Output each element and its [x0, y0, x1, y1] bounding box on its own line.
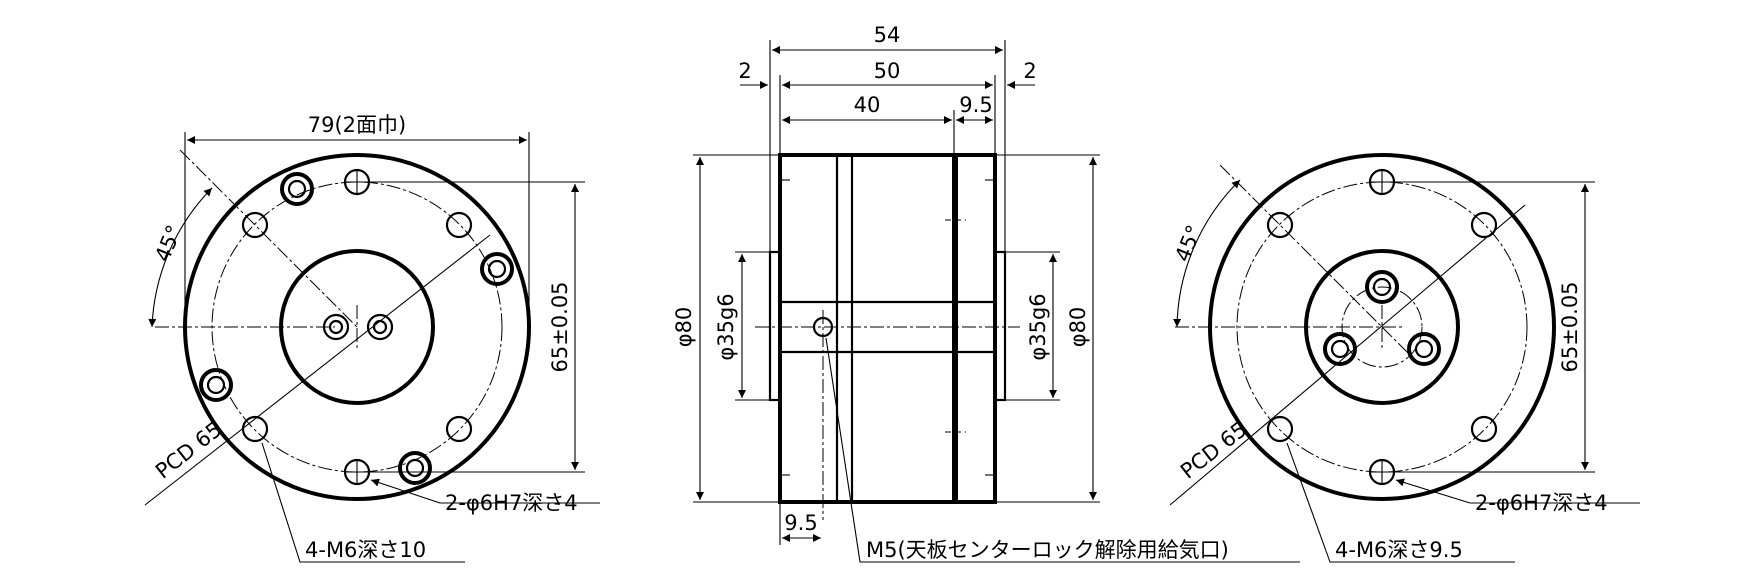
right-center-boss-circle: [1304, 249, 1460, 405]
side-left-offset-label: 2: [738, 59, 751, 83]
right-angle-arc: [1173, 179, 1241, 328]
left-tap-note: 4-M6深さ10: [305, 538, 426, 562]
left-width-dim-label: 79(2面巾): [308, 113, 406, 137]
side-body-dim-label: 50: [874, 59, 901, 83]
right-tap-note: 4-M6深さ9.5: [1335, 538, 1463, 562]
right-pcd-circle: [1236, 181, 1528, 473]
side-total-dim-label: 54: [874, 23, 901, 47]
left-tap-hole-tl: [241, 211, 269, 239]
left-tap-hole-tr: [445, 211, 473, 239]
side-port-leader: [825, 337, 1300, 563]
left-pin-note: 2-φ6H7深さ4: [445, 491, 578, 515]
right-tap-hole-tr: [1470, 211, 1498, 239]
right-tap-leader: [1286, 442, 1515, 563]
right-tap-hole-tl: [1266, 211, 1294, 239]
side-right-offset-label: 2: [1023, 59, 1036, 83]
left-cap-screw-left: [199, 368, 233, 402]
left-cap-screw-top: [280, 172, 314, 206]
right-pin-hole-bottom: [1368, 458, 1396, 486]
left-center-screw-1: [322, 313, 350, 341]
left-cap-screw-bottom: [398, 451, 432, 485]
side-section-dim-label: 40: [854, 93, 881, 117]
left-pin-hole-bottom: [343, 458, 371, 486]
side-plate-dim-label: 9.5: [959, 93, 992, 117]
side-port-note: M5(天板センターロック解除用給気口): [866, 538, 1229, 562]
right-center-screw-left: [1323, 332, 1357, 366]
left-pin-hole-top: [343, 168, 371, 196]
side-right-outer-dim-label: φ80: [1066, 307, 1090, 348]
right-tap-hole-br: [1470, 415, 1498, 443]
side-section-view: 54 50 2 2 40 9.5 φ80 φ35g6 φ35g6: [672, 23, 1300, 563]
right-pin-hole-top: [1368, 168, 1396, 196]
right-angle-label: 45°: [1170, 222, 1206, 266]
side-body-left: [778, 153, 956, 504]
left-tap-leader: [261, 442, 465, 563]
left-tap-hole-bl: [241, 415, 269, 443]
right-pcd-label: PCD 65: [1176, 417, 1251, 483]
right-height-dim-label: 65±0.05: [1558, 281, 1582, 372]
right-pin-note: 2-φ6H7深さ4: [1475, 491, 1608, 515]
side-left-outer-dim-label: φ80: [672, 307, 696, 348]
right-pcd-leader: [1169, 204, 1526, 506]
left-tap-hole-br: [445, 415, 473, 443]
right-tap-hole-bl: [1266, 415, 1294, 443]
right-back-view: 65±0.05 45° PCD 65 2-φ6H7深さ4 4-M6深さ9.5: [1169, 153, 1640, 563]
side-left-boss-dim-label: φ35g6: [714, 293, 738, 360]
right-center-screw-right: [1407, 332, 1441, 366]
right-center-screw-top: [1365, 270, 1399, 304]
side-port-offset-label: 9.5: [784, 511, 817, 535]
left-cap-screw-right: [480, 252, 514, 286]
side-right-boss-dim-label: φ35g6: [1026, 293, 1050, 360]
side-top-plate: [954, 153, 997, 504]
left-pcd-leader: [144, 234, 491, 506]
left-angle-arc: [148, 187, 213, 328]
left-center-screw-2: [366, 313, 394, 341]
left-front-view: 79(2面巾) 65±0.05 45° PCD 65 2-φ6H7深さ4 4-M…: [144, 113, 600, 563]
left-height-dim-label: 65±0.05: [548, 281, 572, 372]
